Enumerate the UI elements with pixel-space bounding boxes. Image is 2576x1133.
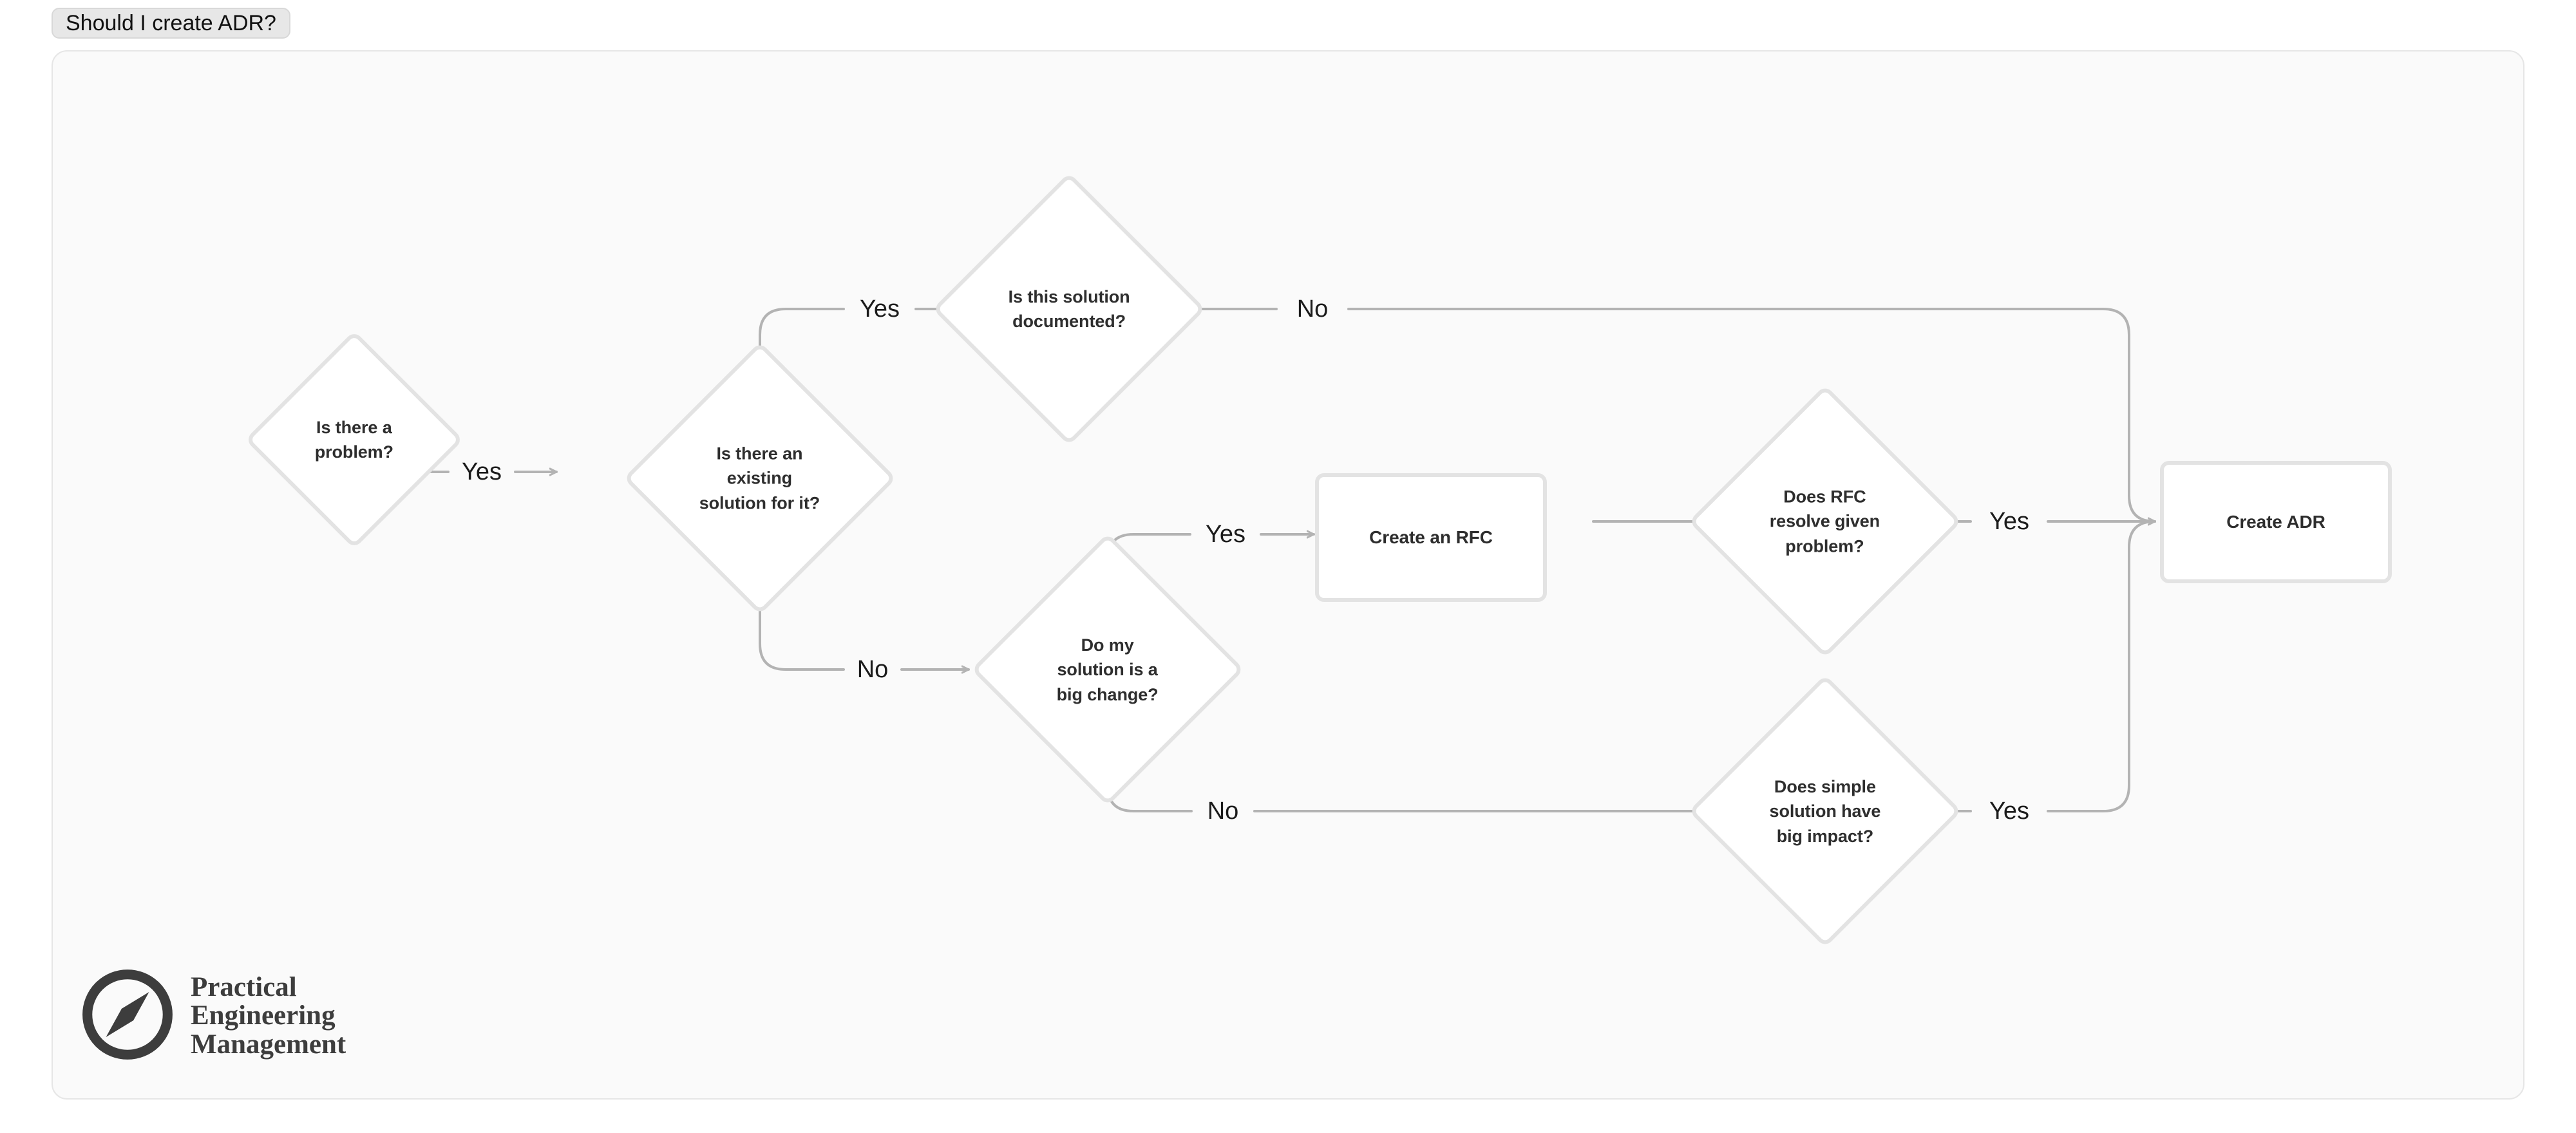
node-label: Does simple solution have big impact? [1769,776,1881,846]
edge-label-existing-yes: Yes [860,295,900,323]
edge-bigchange-no [1106,726,1710,811]
diagram-title-tab[interactable]: Should I create ADR? [52,8,290,39]
logo-line-2: Engineering [191,1000,336,1031]
edge-existing-no [759,567,970,670]
node-label: Is there a problem? [314,417,394,462]
edge-label-bigchange-no: No [1207,798,1239,825]
edge-label-existing-no: No [857,656,889,683]
edge-label-problem-yes: Yes [462,458,502,485]
node-create-an-rfc[interactable]: Create an RFC [1315,473,1547,602]
edge-label-bigchange-yes: Yes [1206,521,1245,548]
logo-line-1: Practical [191,972,297,1003]
node-is-there-a-problem[interactable]: Is there a problem? [245,330,464,549]
node-label: Create ADR [2226,512,2325,532]
node-label: Is this solution documented? [1008,286,1130,331]
edge-simple-impact-yes [1940,520,2156,812]
logo-line-3: Management [191,1029,346,1060]
node-do-my-solution-is-a-big-change[interactable]: Do my solution is a big change? [971,532,1245,807]
node-label: Do my solution is a big change? [1057,635,1159,704]
node-create-adr[interactable]: Create ADR [2160,461,2392,583]
edge-label-simple-impact-yes: Yes [1989,798,2029,825]
diagram-canvas[interactable]: Is there a problem? Is there an existing… [52,50,2524,1100]
edge-layer [417,52,2156,1100]
edge-label-documented-no: No [1296,295,1329,323]
node-label: Does RFC resolve given problem? [1770,487,1880,556]
node-is-this-solution-documented[interactable]: Is this solution documented? [932,172,1206,446]
node-does-simple-solution-have-big-impact[interactable]: Does simple solution have big impact? [1688,674,1962,948]
edge-label-rfc-resolve-yes: Yes [1989,508,2029,535]
diagram-title-text: Should I create ADR? [66,11,276,35]
node-label: Create an RFC [1369,527,1493,548]
node-does-rfc-resolve-given-problem[interactable]: Does RFC resolve given problem? [1688,384,1962,659]
compass-icon [79,966,176,1067]
brand-logo: Practical Engineering Management [79,966,346,1067]
node-label: Is there an existing solution for it? [699,444,820,513]
node-is-there-an-existing-solution[interactable]: Is there an existing solution for it? [623,341,897,615]
